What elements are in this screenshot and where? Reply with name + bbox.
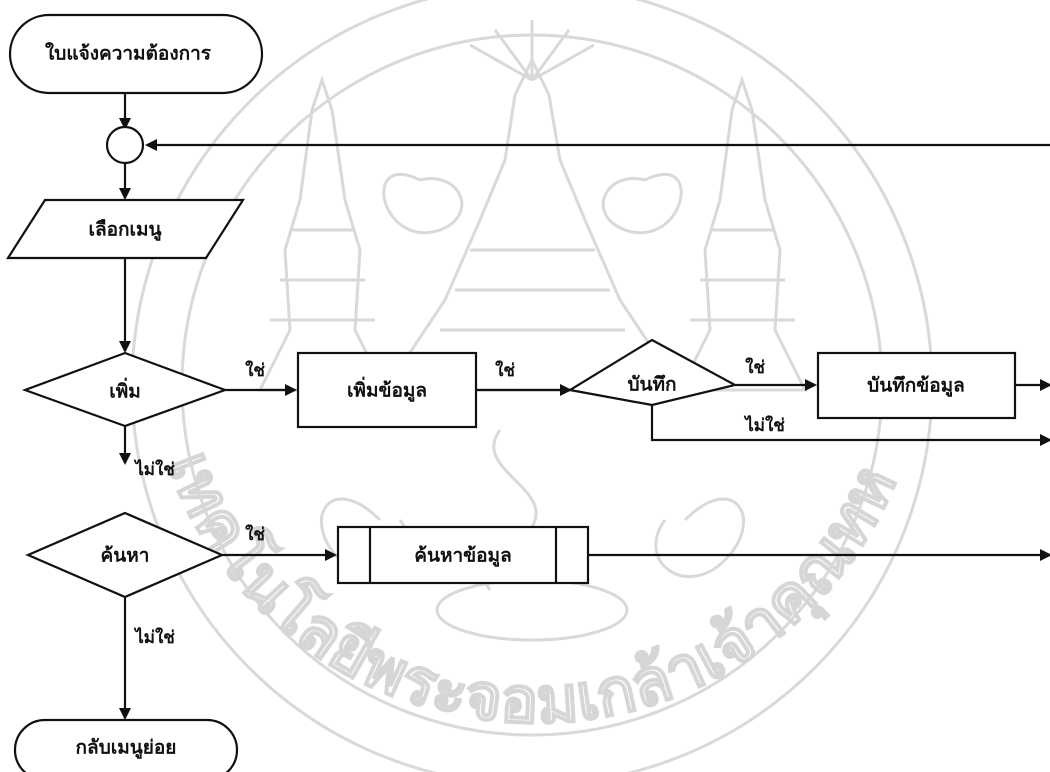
node-save-data-label: บันทึกข้อมูล [867, 375, 965, 398]
edge-label-add-no: ไม่ใช่ [133, 459, 175, 480]
node-add-decision-label: เพิ่ม [109, 378, 141, 403]
node-save-decision: บันทึก [566, 338, 739, 407]
node-end-label: กลับเมนูย่อย [76, 737, 177, 760]
node-add-data: เพิ่มข้อมูล [296, 351, 478, 429]
edge-label-save-yes: ใช่ [745, 357, 765, 378]
edge-label-search-no: ไม่ใช่ [133, 627, 175, 648]
node-select-menu: เลือกเมนู [5, 198, 246, 260]
node-end: กลับเมนูย่อย [13, 718, 239, 772]
node-search-data: ค้นหาข้อมูล [336, 525, 590, 585]
edge-label-add-yes: ใช่ [245, 360, 265, 381]
edge-label-save-no: ไม่ใช่ [743, 415, 785, 436]
node-add-decision: เพิ่ม [21, 351, 229, 428]
edge-label-search-yes: ใช่ [245, 524, 265, 545]
connectors [119, 93, 1050, 720]
edge-label-add-data-yes: ใช่ [495, 360, 515, 381]
node-start: ใบแจ้งความต้องการ [8, 13, 264, 95]
node-save-data: บันทึกข้อมูล [816, 351, 1017, 420]
node-start-label: ใบแจ้งความต้องการ [45, 42, 212, 65]
node-search-decision: ค้นหา [25, 511, 225, 599]
node-add-data-label: เพิ่มข้อมูล [347, 377, 427, 403]
edge-labels: ใช่ ใช่ ใช่ ไม่ใช่ ไม่ใช่ ใช่ ไม่ใช่ [133, 357, 785, 648]
node-select-menu-label: เลือกเมนู [88, 219, 161, 242]
node-search-decision-label: ค้นหา [101, 545, 150, 567]
edge-save-no-out [650, 405, 1050, 446]
junction-connector [105, 125, 145, 165]
node-save-decision-label: บันทึก [627, 374, 676, 396]
node-search-data-label: ค้นหาข้อมูล [414, 545, 511, 568]
